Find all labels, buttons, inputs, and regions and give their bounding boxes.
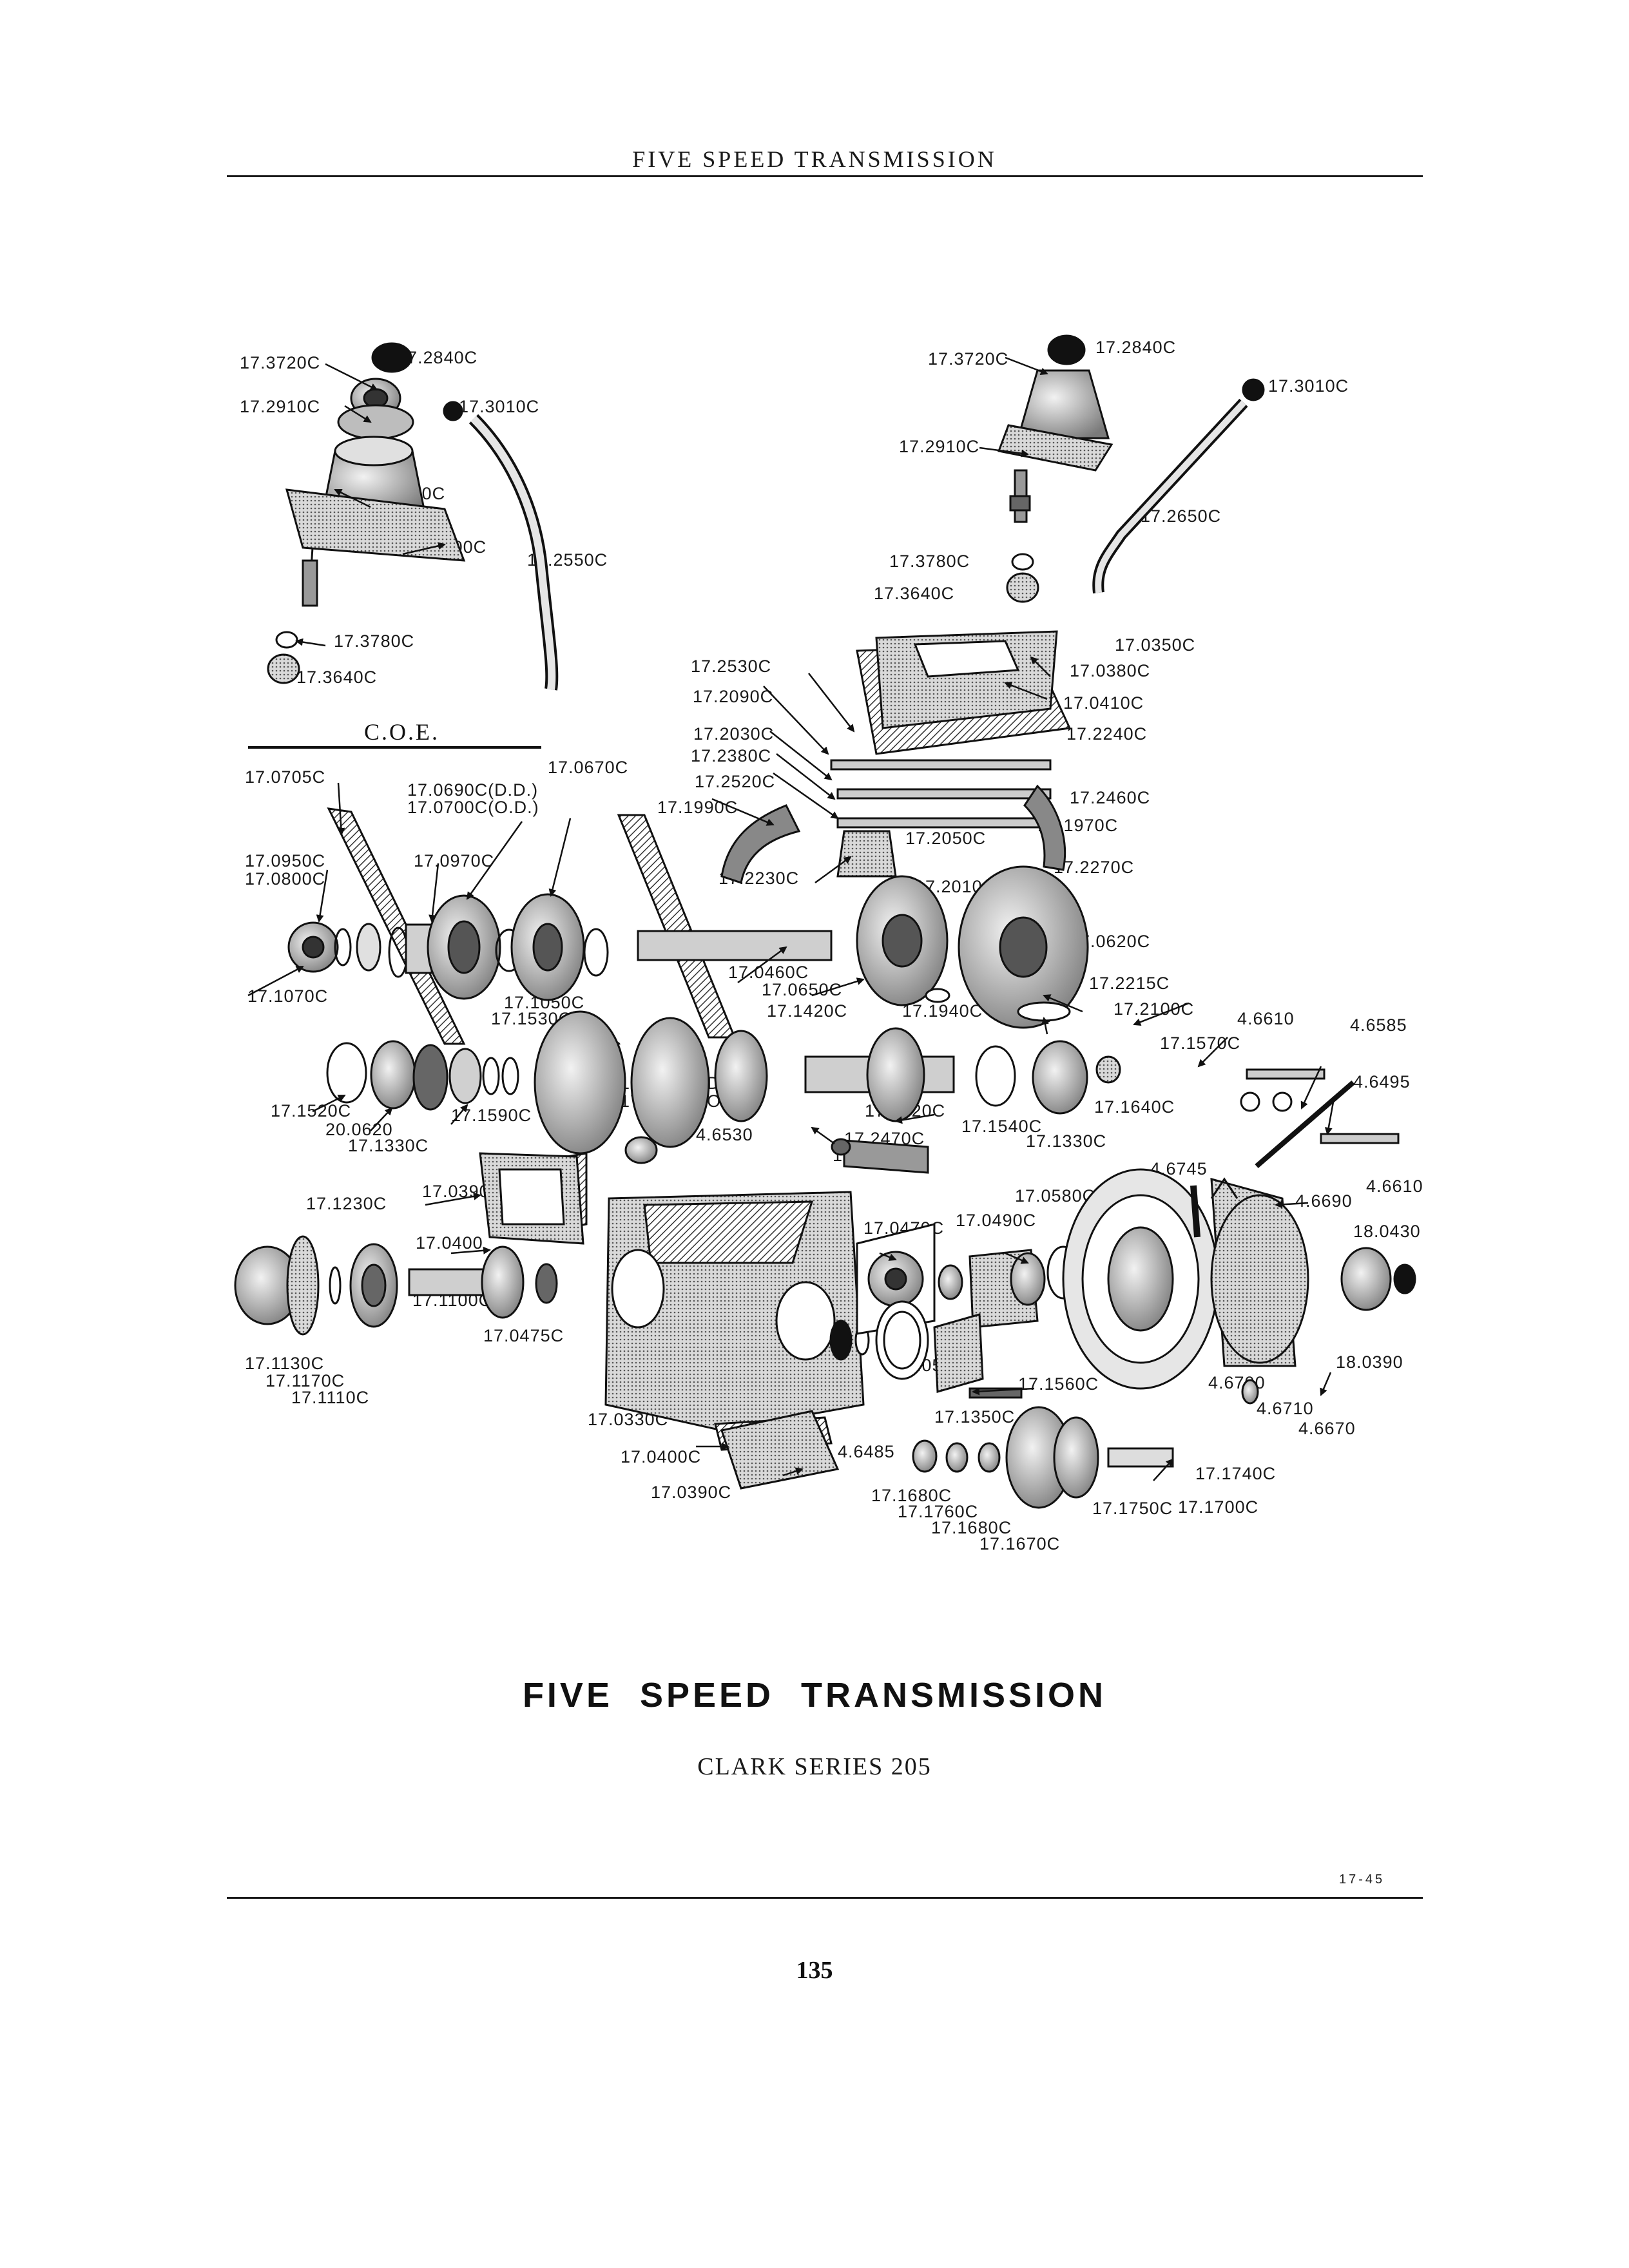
part-number-label: 17.2050C <box>905 829 986 848</box>
part-number-label: 17.2530C <box>691 657 771 676</box>
part-number-label: 17.2100C <box>1113 999 1194 1019</box>
part-number-label: 17.0700C(O.D.) <box>407 798 539 817</box>
part-number-label: 17.3010C <box>1268 376 1349 396</box>
part-number-label: 4.6495 <box>1353 1072 1411 1091</box>
part-number-label: 17.0670C <box>548 758 628 777</box>
part-number-label: 4.6710 <box>1257 1399 1314 1418</box>
countershaft-assembly <box>326 1010 1121 1155</box>
figure-title: FIVE SPEED TRANSMISSION <box>522 1676 1107 1715</box>
figure-code: 17-45 <box>1339 1872 1385 1887</box>
shift-cover <box>720 630 1072 884</box>
standard-shift-tower <box>997 334 1265 603</box>
part-number-label: 17.2520C <box>695 772 775 791</box>
part-number-label: 17.1700C <box>1178 1497 1258 1517</box>
main-shaft-assembly <box>287 807 1089 1045</box>
part-number-label: 17.1680C <box>871 1486 952 1505</box>
part-number-label: 17.0400C <box>621 1447 701 1466</box>
part-number-label: 17.1940C <box>902 1001 983 1021</box>
part-number-label: 20.0620 <box>325 1120 393 1139</box>
coe-shift-tower <box>267 342 559 691</box>
part-number-label: 4.6610 <box>1366 1177 1423 1196</box>
part-number-label: 17.0460C <box>728 963 809 982</box>
running-header: FIVE SPEED TRANSMISSION <box>632 146 997 172</box>
section-label: C.O.E. <box>364 719 439 745</box>
part-number-label: 17.1330C <box>1026 1131 1106 1151</box>
pto-cover-assembly <box>856 1223 1174 1509</box>
part-number-label: 17.3010C <box>459 397 539 416</box>
part-number-label: 17.0690C(D.D.) <box>407 780 538 800</box>
figure-subtitle: CLARK SERIES 205 <box>697 1753 932 1780</box>
part-number-label: 17.1330C <box>348 1136 429 1155</box>
part-number-label: 17.1590C <box>451 1106 532 1125</box>
part-number-label: 17.0350C <box>1115 635 1195 655</box>
section-label-coe: C.O.E. <box>248 719 541 749</box>
exploded-transmission-diagram: 17.3720C17.2840C17.2910C17.3010C17.3730C… <box>234 334 1423 1553</box>
part-number-label: 17.0400 <box>416 1233 483 1253</box>
footer-rule <box>227 1897 1423 1899</box>
part-number-label: 4.6690 <box>1295 1191 1353 1211</box>
transmission-case <box>546 1136 929 1490</box>
part-number-label: 17.0490C <box>956 1211 1036 1230</box>
part-number-label: 17.3780C <box>889 552 970 571</box>
header-rule <box>227 175 1423 177</box>
part-number-label: 17.1130C <box>245 1354 324 1373</box>
part-number-label: 17.3780C <box>334 631 414 651</box>
part-number-label: 17.3640C <box>296 668 377 687</box>
part-number-label: 17.2090C <box>693 687 773 706</box>
part-number-label: 17.0390C <box>651 1483 731 1502</box>
part-number-label: 17.0580C <box>1015 1186 1095 1206</box>
part-number-label: 17.2460C <box>1070 788 1150 807</box>
part-number-label: 17.1990C <box>657 798 738 817</box>
part-number-label: 17.0970C <box>414 851 494 870</box>
part-number-label: 17.1540C <box>961 1117 1042 1136</box>
part-number-label: 17.2650C <box>1141 506 1221 526</box>
part-number-label: 17.2380C <box>691 746 771 765</box>
part-number-label: 4.6585 <box>1350 1015 1407 1035</box>
part-number-label: 17.2910C <box>899 437 979 456</box>
part-number-label: 17.2215C <box>1089 974 1170 993</box>
part-number-label: 17.2910C <box>240 397 320 416</box>
part-number-label: 17.3720C <box>240 353 320 372</box>
part-number-label: 17.0380C <box>1070 661 1150 680</box>
part-number-label: 17.0705C <box>245 767 325 787</box>
part-number-label: 17.0410C <box>1063 693 1144 713</box>
part-number-label: 17.0475C <box>483 1326 564 1345</box>
part-number-label: 4.6530 <box>696 1125 753 1144</box>
part-number-label: 17.1110C <box>291 1388 369 1407</box>
part-number-label: 17.0950C <box>245 851 325 870</box>
part-number-label: 17.1420C <box>767 1001 847 1021</box>
part-number-label: 4.6485 <box>838 1442 895 1461</box>
part-number-label: 17.1760C <box>898 1502 978 1521</box>
part-number-label: 4.6670 <box>1298 1419 1356 1438</box>
part-number-label: 4.6610 <box>1237 1009 1295 1028</box>
part-number-label: 17.1520C <box>271 1101 351 1120</box>
part-number-label: 17.1350C <box>934 1407 1015 1427</box>
part-number-label: 17.2840C <box>1095 338 1176 357</box>
part-number-label: 17.2240C <box>1066 724 1147 744</box>
part-number-label: 17.3640C <box>874 584 954 603</box>
part-number-label: 17.1640C <box>1094 1097 1175 1117</box>
page-number: 135 <box>796 1957 833 1984</box>
part-number-label: 17.3720C <box>928 349 1008 369</box>
part-number-label: 18.0390 <box>1336 1352 1403 1372</box>
leader-lines <box>247 356 1335 1481</box>
part-number-label: 17.1740C <box>1195 1464 1276 1483</box>
part-number-label: 17.0800C <box>245 869 325 889</box>
part-number-label: 17.1560C <box>1018 1374 1099 1394</box>
part-number-label: 18.0430 <box>1353 1222 1421 1241</box>
part-number-label: 17.1070C <box>247 986 328 1006</box>
clutch-housing-assembly <box>1062 1068 1416 1405</box>
part-number-label: 17.1570C <box>1160 1033 1240 1053</box>
input-shaft-assembly <box>234 1152 584 1336</box>
part-number-label: 17.1670C <box>979 1534 1060 1553</box>
part-number-label: 17.1750C <box>1092 1499 1173 1518</box>
part-number-label: 17.1680C <box>931 1518 1012 1537</box>
part-number-label: 17.1170C <box>265 1371 345 1390</box>
part-number-label: 17.1230C <box>306 1194 387 1213</box>
part-number-label: 17.2030C <box>693 724 774 744</box>
part-number-label: 17.2270C <box>1054 858 1134 877</box>
